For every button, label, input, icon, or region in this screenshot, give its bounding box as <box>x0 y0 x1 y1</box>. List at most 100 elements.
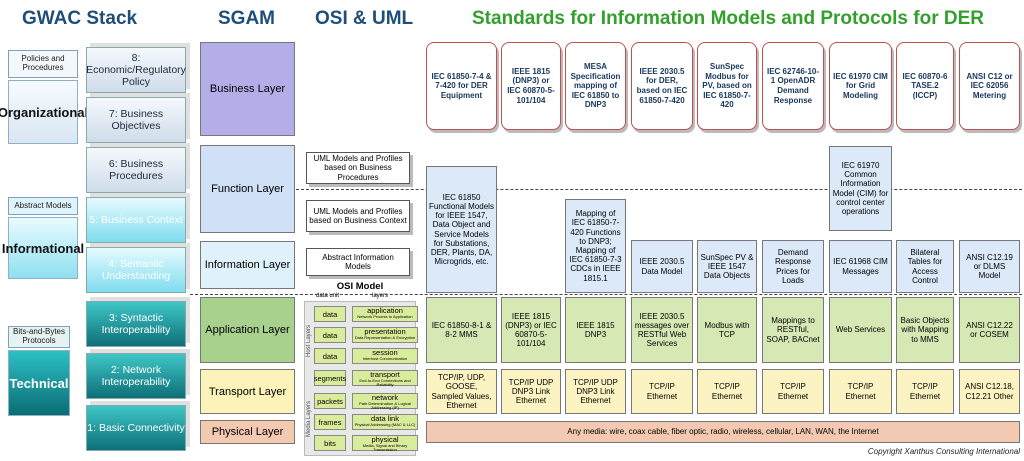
iec61970-cim-box: IEC 61970 Common Information Model (CIM)… <box>829 146 892 231</box>
gwac-layer-4: 4: Semantic Understanding <box>86 247 186 293</box>
mesa-transport-cell: TCP/IP UDP DNP3 Link Ethernet <box>565 369 626 414</box>
osi-group-host-label: Host Layers <box>306 324 313 358</box>
std-title-ieee2030-5: IEEE 2030.5 for DER, based on IEC 61850-… <box>631 42 693 130</box>
sgam-information-layer: Information Layer <box>200 241 295 289</box>
ieee1815-transport-cell: TCP/IP UDP DNP3 Link Ethernet <box>501 369 561 414</box>
category-small-label: Policies and Procedures <box>8 50 78 78</box>
sunspec-transport-cell: TCP/IP Ethernet <box>697 369 757 414</box>
cim-transport-cell: TCP/IP Ethernet <box>829 369 892 414</box>
std-title-cim: IEC 61970 CIM for Grid Modeling <box>829 42 892 130</box>
tase2-application-cell: Basic Objects with Mapping to MMS <box>896 297 954 363</box>
osi-panel: Host Layers Media Layers data applicatio… <box>304 301 418 456</box>
osi-layer-name: session <box>372 348 398 357</box>
ieee2030-5-information-cell: IEEE 2030.5 Data Model <box>631 240 693 293</box>
uml-box-business-procedures: UML Models and Profiles based on Busines… <box>306 152 410 184</box>
osi-data-unit: bits <box>314 435 346 451</box>
ieee1815-application-cell: IEEE 1815 (DNP3) or IEC 60870-5-101/104 <box>501 297 561 363</box>
osi-layer-name: transport <box>370 370 400 379</box>
osi-layer-desc: Path Determination & Logical Addressing … <box>359 400 411 410</box>
gwac-layer-2: 2: Network Interoperability <box>86 353 186 399</box>
std-title-ieee1815: IEEE 1815 (DNP3) or IEC 60870-5-101/104 <box>501 42 561 130</box>
osi-data-unit: data <box>314 327 346 343</box>
openadr-information-cell: Demand Response Prices for Loads <box>762 240 824 293</box>
osi-data-unit: segments <box>314 370 346 386</box>
osi-data-unit: packets <box>314 393 346 409</box>
sgam-application-layer: Application Layer <box>200 297 295 363</box>
sunspec-application-cell: Modbus with TCP <box>697 297 757 363</box>
osi-layer-name: presentation <box>364 327 406 336</box>
osi-group-host: Host Layers <box>305 310 313 372</box>
std-title-openadr: IEC 62746-10-1 OpenADR Demand Response <box>762 42 824 130</box>
osi-uml-header: OSI & UML <box>315 8 414 29</box>
osi-layer-desc: Network Process to Application <box>357 313 413 319</box>
tase2-information-cell: Bilateral Tables for Access Control <box>896 240 954 293</box>
osi-layer-name: application <box>367 306 403 315</box>
category-small-label: Bits-and-Bytes Protocols <box>8 326 70 348</box>
iec61850-functional-models: IEC 61850 Functional Models for IEEE 154… <box>426 166 497 293</box>
copyright: Copyright Xanthus Consulting Internation… <box>867 447 1020 456</box>
sgam-header: SGAM <box>218 8 275 29</box>
mesa-information-cell: Mapping of IEC 61850-7-420 Functions to … <box>565 199 626 293</box>
gwac-layer-6: 6: Business Procedures <box>86 147 186 193</box>
ieee2030-5-application-cell: IEEE 2030.5 messages over RESTful Web Se… <box>631 297 693 363</box>
osi-group-media: Media Layers <box>305 386 313 452</box>
osi-layer-name: network <box>371 393 399 402</box>
osi-model: OSI Model data unit layers Host Layers M… <box>304 281 418 457</box>
gwac-layer-3: 3: Syntactic Interoperability <box>86 301 186 347</box>
gwac-header: GWAC Stack <box>22 8 138 29</box>
openadr-transport-cell: TCP/IP Ethernet <box>762 369 824 414</box>
physical-media-bar: Any media: wire, coax cable, fiber optic… <box>426 421 1020 443</box>
sgam-transport-layer: Transport Layer <box>200 369 295 414</box>
osi-layer-desc: Physical Addressing (MAC & LLC) <box>354 421 416 427</box>
gwac-layer-5: 5: Business Context <box>86 197 186 243</box>
category-big-label: Organizational <box>0 80 88 144</box>
sunspec-information-cell: SunSpec PV & IEEE 1547 Data Objects <box>697 240 757 293</box>
osi-col-layers: layers <box>372 293 389 299</box>
osi-layer-name: data link <box>371 414 399 423</box>
sgam-function-layer: Function Layer <box>200 145 295 233</box>
uml-box-abstract-info-models: Abstract Information Models <box>306 248 410 276</box>
ansi-application-cell: ANSI C12.22 or COSEM <box>959 297 1020 363</box>
ansi-transport-cell: ANSI C12.18, C12.21 Other <box>959 369 1020 414</box>
osi-layer-desc: Data Representation & Encryption <box>354 334 416 340</box>
cim-information-cell: IEC 61968 CIM Messages <box>829 240 892 293</box>
std-title-mesa: MESA Specification mapping of IEC 61850 … <box>565 42 626 130</box>
divider-business-function <box>296 189 1022 190</box>
osi-data-unit: frames <box>314 414 346 430</box>
osi-layer-desc: Interhost Communication <box>362 355 408 361</box>
category-big-label: Informational <box>2 217 84 279</box>
iec61850-application-cell: IEC 61850-8-1 & 8-2 MMS <box>426 297 497 363</box>
openadr-application-cell: Mappings to RESTful, SOAP, BACnet <box>762 297 824 363</box>
ieee2030-5-transport-cell: TCP/IP Ethernet <box>631 369 693 414</box>
osi-data-unit: data <box>314 348 346 364</box>
gwac-layer-8: 8: Economic/Regulatory Policy <box>86 47 186 93</box>
divider-informational-technical <box>190 294 1022 295</box>
gwac-layer-1: 1: Basic Connectivity <box>86 405 186 451</box>
gwac-layer-7: 7: Business Objectives <box>86 97 186 143</box>
tase2-transport-cell: TCP/IP Ethernet <box>896 369 954 414</box>
osi-layer-name: physical <box>371 435 399 444</box>
osi-layer-desc: Media, Signal and Binary Transmission <box>362 442 408 452</box>
iec61850-transport-cell: TCP/IP, UDP, GOOSE, Sampled Values, Ethe… <box>426 369 497 414</box>
cim-application-cell: Web Services <box>829 297 892 363</box>
mesa-application-cell: IEEE 1815 DNP3 <box>565 297 626 363</box>
osi-col-data-unit: data unit <box>316 293 340 299</box>
sgam-business-layer: Business Layer <box>200 42 295 136</box>
ansi-information-cell: ANSI C12.19 or DLMS Model <box>959 240 1020 293</box>
osi-layer-desc: End-to-End Connections and Reliability <box>359 377 411 387</box>
osi-group-media-label: Media Layers <box>306 400 312 438</box>
standards-header: Standards for Information Models and Pro… <box>472 8 984 29</box>
sgam-physical-layer: Physical Layer <box>200 420 295 444</box>
osi-title: OSI Model <box>336 281 384 292</box>
std-title-tase2: IEC 60870-6 TASE.2 (ICCP) <box>896 42 954 130</box>
std-title-iec61850: IEC 61850-7-4 & 7-420 for DER Equipment <box>426 42 497 130</box>
osi-data-unit: data <box>314 306 346 322</box>
